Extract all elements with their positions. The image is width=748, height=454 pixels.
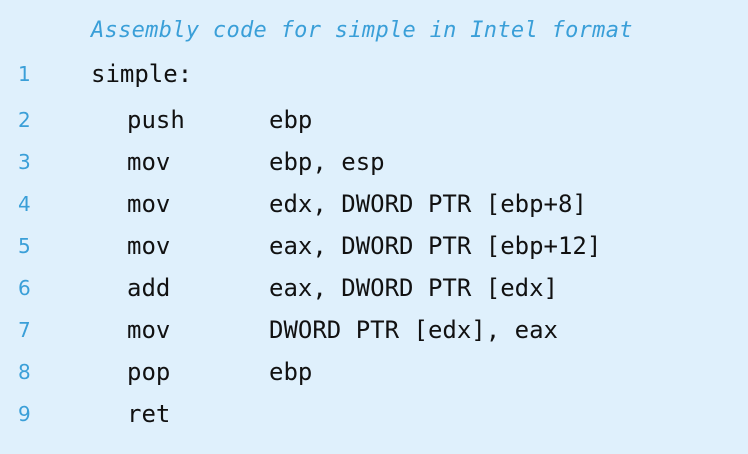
code-operands: eax, DWORD PTR [edx]	[269, 274, 558, 302]
code-operands: ebp, esp	[269, 148, 385, 176]
code-line: 2 push ebp	[0, 102, 748, 138]
code-mnemonic: mov	[127, 316, 171, 344]
code-label: simple:	[91, 60, 193, 88]
code-operands: DWORD PTR [edx], eax	[269, 316, 558, 344]
line-number: 9	[18, 402, 31, 426]
code-line: 9 ret	[0, 396, 748, 432]
code-mnemonic: push	[127, 106, 185, 134]
code-mnemonic: mov	[127, 190, 171, 218]
line-number: 3	[18, 150, 31, 174]
line-number: 2	[18, 108, 31, 132]
code-operands: ebp	[269, 106, 313, 134]
line-number: 8	[18, 360, 31, 384]
code-operands: ebp	[269, 358, 313, 386]
code-operands: edx, DWORD PTR [ebp+8]	[269, 190, 587, 218]
code-line: 7 mov DWORD PTR [edx], eax	[0, 312, 748, 348]
code-mnemonic: pop	[127, 358, 171, 386]
code-mnemonic: ret	[127, 400, 171, 428]
code-line: 3 mov ebp, esp	[0, 144, 748, 180]
code-line: 5 mov eax, DWORD PTR [ebp+12]	[0, 228, 748, 264]
code-operands: eax, DWORD PTR [ebp+12]	[269, 232, 602, 260]
code-line: 1 simple:	[0, 56, 748, 92]
line-number: 5	[18, 234, 31, 258]
code-mnemonic: add	[127, 274, 171, 302]
code-line: 6 add eax, DWORD PTR [edx]	[0, 270, 748, 306]
line-number: 6	[18, 276, 31, 300]
code-mnemonic: mov	[127, 148, 171, 176]
line-number: 1	[18, 62, 31, 86]
code-line: 8 pop ebp	[0, 354, 748, 390]
line-number: 7	[18, 318, 31, 342]
code-line: 4 mov edx, DWORD PTR [ebp+8]	[0, 186, 748, 222]
line-number: 4	[18, 192, 31, 216]
code-mnemonic: mov	[127, 232, 171, 260]
listing-caption: Assembly code for simple in Intel format	[91, 18, 633, 43]
